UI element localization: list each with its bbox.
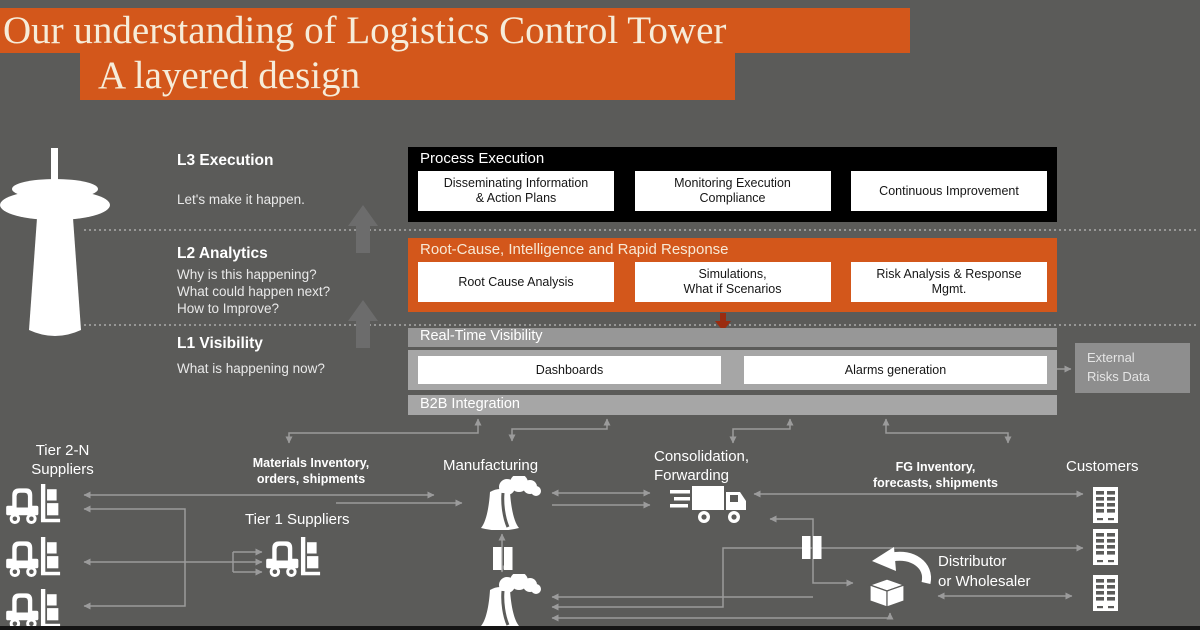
control-tower-icon (0, 148, 110, 336)
root-cause-box: Simulations, What if Scenarios (634, 262, 831, 302)
forklift-icon (6, 589, 61, 629)
layer-l2-desc: Why is this happening? What could happen… (177, 267, 331, 316)
layer-l3-desc: Let's make it happen. (177, 192, 305, 207)
customers-label: Customers (1066, 458, 1139, 475)
realtime-box-band: Dashboards Alarms generation (408, 350, 1057, 390)
layer-l3-label: L3 Execution (177, 152, 274, 169)
process-box: Monitoring Execution Compliance (634, 171, 831, 211)
realtime-box: Alarms generation (744, 356, 1047, 384)
page-subtitle: A layered design (98, 54, 361, 97)
process-execution-title: Process Execution (420, 150, 545, 167)
fg-inventory-label: FG Inventory, forecasts, shipments (872, 460, 999, 490)
process-box: Continuous Improvement (851, 171, 1047, 211)
realtime-title: Real-Time Visibility (420, 328, 543, 344)
forklift-icon (6, 484, 61, 524)
up-arrow-icon (348, 300, 378, 348)
pallet-icon (493, 547, 513, 570)
b2b-band: B2B Integration (408, 395, 1057, 415)
layer-l1-label: L1 Visibility (177, 335, 263, 352)
consolidation-label: Consolidation, Forwarding (654, 448, 750, 484)
external-risks-box: External Risks Data (1075, 343, 1190, 393)
root-cause-box: Risk Analysis & Response Mgmt. (851, 262, 1047, 302)
process-execution-band: Process Execution Disseminating Informat… (408, 147, 1057, 222)
factory-icon (479, 574, 543, 628)
title-band-2: A layered design (80, 53, 735, 100)
realtime-title-band: Real-Time Visibility (408, 328, 1057, 347)
building-icon (1093, 529, 1118, 565)
pallet-icon (802, 536, 822, 559)
process-box: Disseminating Information & Action Plans (418, 171, 614, 211)
root-cause-band: Root-Cause, Intelligence and Rapid Respo… (408, 238, 1057, 312)
b2b-title: B2B Integration (420, 396, 520, 412)
building-icon (1093, 575, 1118, 611)
root-cause-box: Root Cause Analysis (418, 262, 614, 302)
page-title: Our understanding of Logistics Control T… (3, 9, 727, 52)
layer-l1-desc: What is happening now? (177, 361, 325, 376)
factory-icon (479, 476, 543, 530)
forklift-icon (266, 537, 321, 577)
realtime-box: Dashboards (418, 356, 721, 384)
layer-l2-label: L2 Analytics (177, 245, 268, 262)
down-arrow-icon (715, 313, 731, 331)
tier1-label: Tier 1 Suppliers (245, 511, 350, 528)
tier2n-label: Tier 2-N Suppliers (31, 442, 94, 478)
truck-icon (670, 486, 746, 523)
up-arrow-icon (348, 205, 378, 253)
forklift-icon (6, 537, 61, 577)
root-cause-title: Root-Cause, Intelligence and Rapid Respo… (420, 241, 729, 258)
manufacturing-label: Manufacturing (443, 457, 539, 474)
title-band-1: Our understanding of Logistics Control T… (0, 8, 910, 53)
building-icon (1093, 487, 1118, 523)
bottom-edge-bar (0, 626, 1200, 630)
materials-label: Materials Inventory, orders, shipments (252, 456, 370, 486)
distributor-label: Distributor or Wholesaler (938, 553, 1031, 590)
box-return-icon (860, 545, 936, 609)
